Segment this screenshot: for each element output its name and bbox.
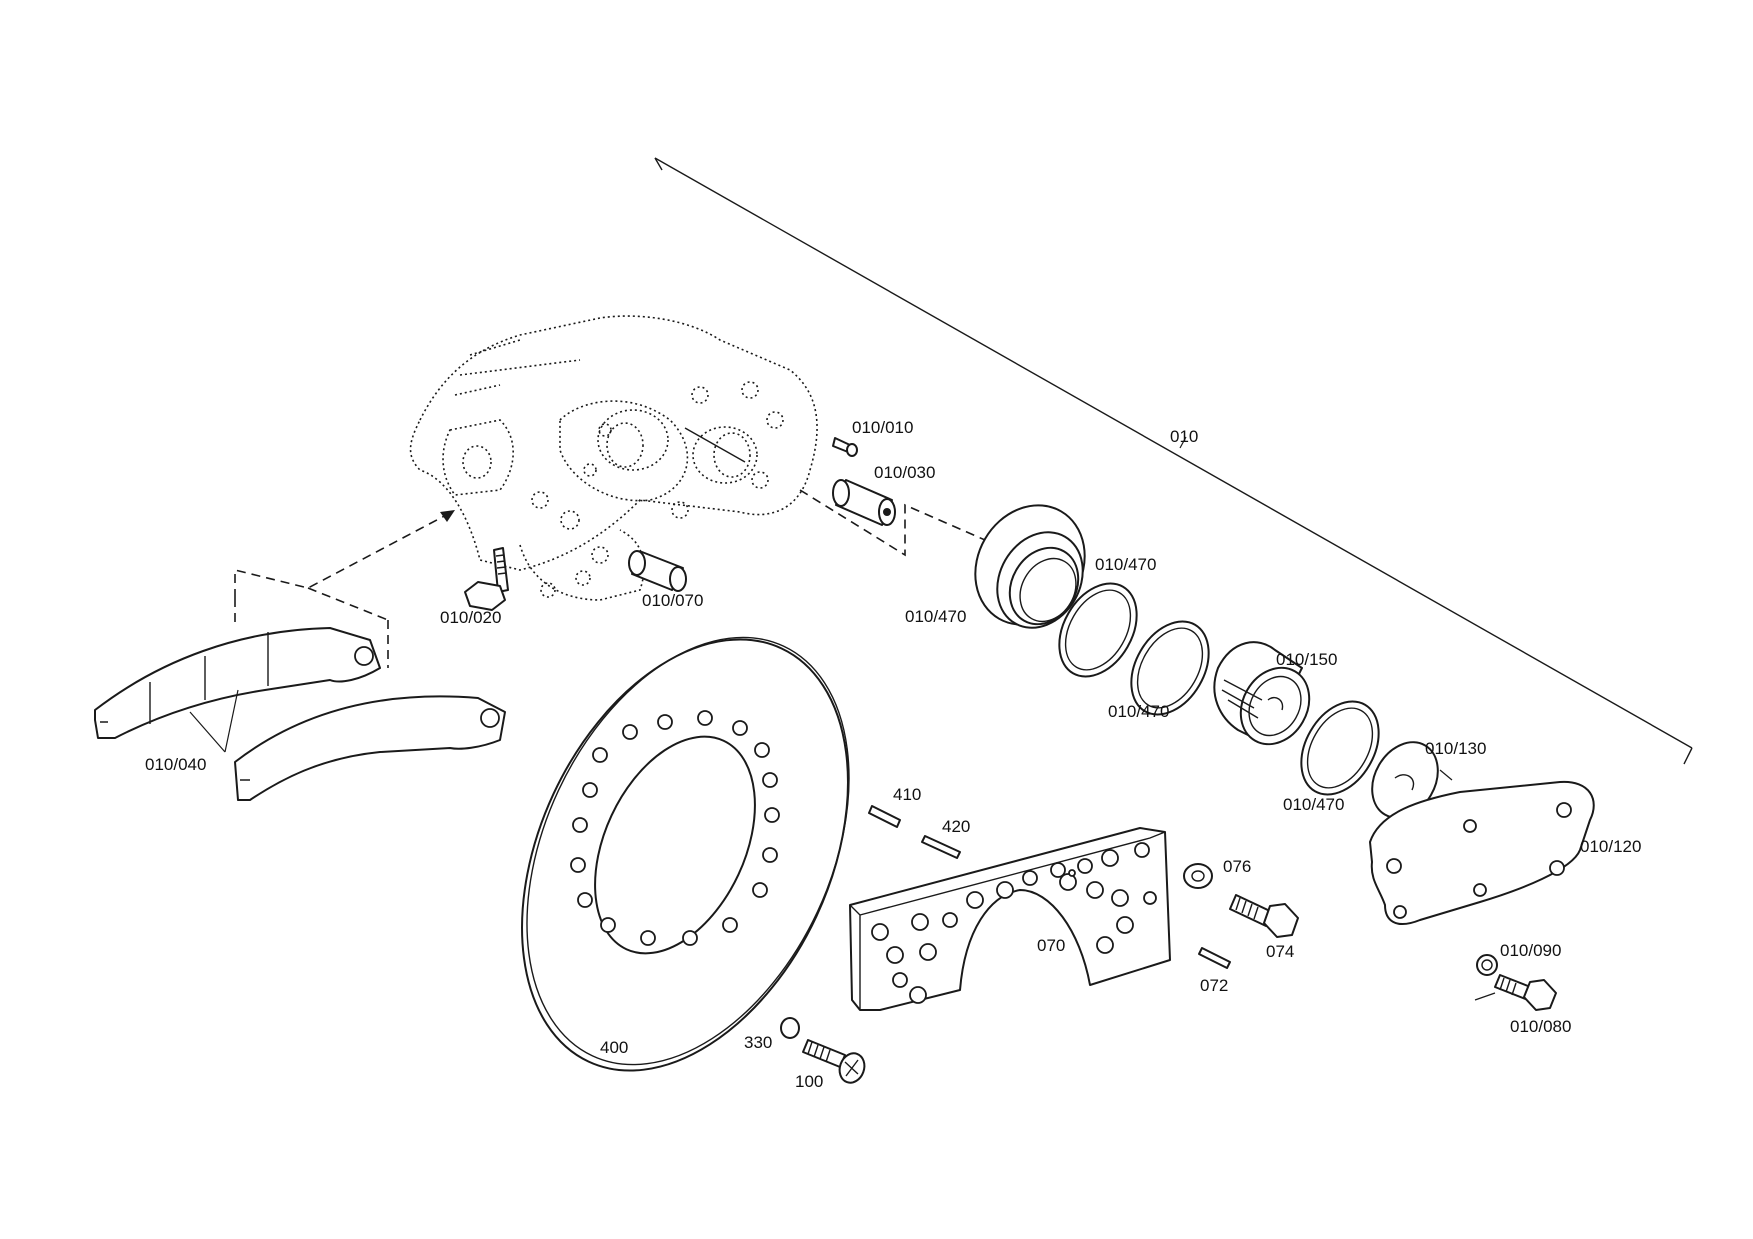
- label-010-040: 010/040: [145, 755, 206, 774]
- label-010-080: 010/080: [1510, 1017, 1571, 1036]
- label-420: 420: [942, 817, 970, 836]
- assembly-bracket-010: [654, 157, 1693, 765]
- part-330-circlip: [780, 1017, 800, 1039]
- part-074-bolt: [1229, 894, 1299, 938]
- part-labels: 010 010/010 010/030 010/020 010/070 010/…: [145, 418, 1641, 1091]
- part-420-pin: [921, 835, 961, 859]
- part-010-010-screw: [832, 437, 858, 457]
- part-010-130-cover: [1371, 741, 1439, 819]
- label-330: 330: [744, 1033, 772, 1052]
- label-074: 074: [1266, 942, 1294, 961]
- label-076: 076: [1223, 857, 1251, 876]
- label-010-020: 010/020: [440, 608, 501, 627]
- label-100: 100: [795, 1072, 823, 1091]
- part-070-bracket-plate: [849, 827, 1171, 1011]
- part-010-470-ring-3: [1130, 620, 1210, 716]
- part-010-470-ring-2: [1058, 582, 1138, 678]
- part-010-470-seal-large: [974, 504, 1086, 629]
- label-010-150: 010/150: [1276, 650, 1337, 669]
- label-010: 010: [1170, 427, 1198, 446]
- label-070: 070: [1037, 936, 1065, 955]
- part-410-pin: [868, 805, 901, 828]
- label-010-030: 010/030: [874, 463, 935, 482]
- label-010-470-c: 010/470: [1108, 702, 1169, 721]
- label-010-470-a: 010/470: [905, 607, 966, 626]
- label-400: 400: [600, 1038, 628, 1057]
- part-076-washer: [1183, 863, 1213, 889]
- part-010-080-bolt: [1494, 974, 1557, 1011]
- part-010-090-washer: [1476, 954, 1498, 976]
- label-410: 410: [893, 785, 921, 804]
- label-010-470-d: 010/470: [1283, 795, 1344, 814]
- assembly-guides: [234, 489, 986, 668]
- part-010-120-plate: [1369, 780, 1595, 925]
- part-072-pin: [1198, 947, 1231, 969]
- part-010-150-piston: [1213, 641, 1311, 746]
- part-010-070-pin: [628, 550, 687, 592]
- part-010-470-ring-4: [1300, 700, 1380, 796]
- label-010-010: 010/010: [852, 418, 913, 437]
- part-400-brake-disc: [521, 636, 850, 1072]
- part-010-040-brake-pads: [94, 627, 506, 801]
- label-010-070: 010/070: [642, 591, 703, 610]
- label-010-120: 010/120: [1580, 837, 1641, 856]
- label-010-130: 010/130: [1425, 739, 1486, 758]
- label-010-470-b: 010/470: [1095, 555, 1156, 574]
- part-100-bolt: [802, 1039, 866, 1084]
- leader-lines: [189, 689, 1496, 1001]
- label-010-090: 010/090: [1500, 941, 1561, 960]
- part-010-030-pin: [832, 479, 896, 526]
- label-072: 072: [1200, 976, 1228, 995]
- part-010-020-bolt: [464, 547, 509, 611]
- caliper-housing: [409, 315, 818, 601]
